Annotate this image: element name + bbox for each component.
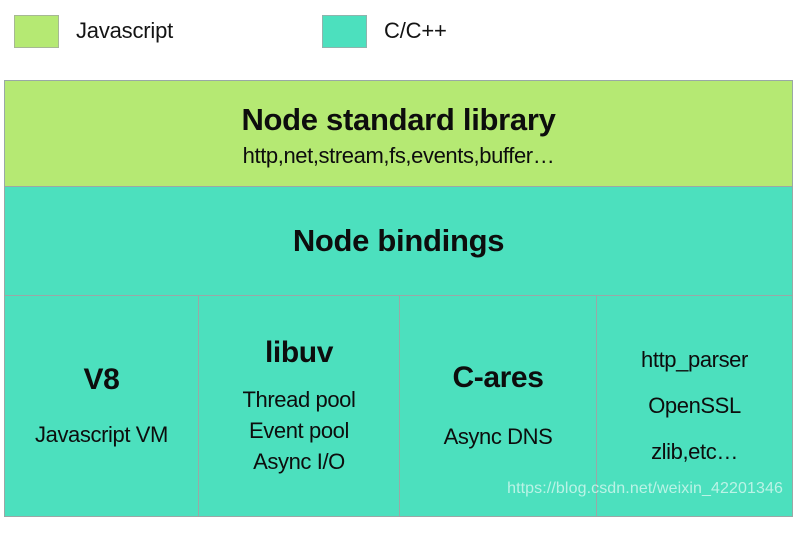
legend: Javascript C/C++ — [0, 0, 800, 62]
component-v8-heading: V8 — [83, 362, 120, 396]
component-v8: V8 Javascript VM — [5, 296, 199, 516]
component-libuv-line-3: Async I/O — [253, 448, 345, 474]
component-v8-line-1: Javascript VM — [35, 421, 168, 447]
component-c-ares-heading: C-ares — [452, 360, 544, 394]
standard-library-modules: http,net,stream,fs,events,buffer… — [242, 142, 555, 168]
layer-node-standard-library: Node standard library http,net,stream,fs… — [5, 81, 792, 187]
cpp-color-swatch — [322, 14, 368, 48]
layer-node-bindings: Node bindings — [5, 187, 792, 296]
node-architecture-diagram: Node standard library http,net,stream,fs… — [4, 80, 793, 517]
standard-library-title: Node standard library — [241, 101, 556, 137]
component-misc-libraries: http_parser OpenSSL zlib,etc… — [597, 296, 792, 516]
javascript-color-swatch — [14, 14, 59, 48]
legend-item-javascript: Javascript — [14, 14, 174, 48]
component-libuv: libuv Thread pool Event pool Async I/O — [199, 296, 400, 516]
legend-label-cpp: C/C++ — [384, 18, 447, 43]
component-misc-line-2: OpenSSL — [648, 393, 741, 418]
component-libuv-heading: libuv — [264, 335, 333, 369]
layer-native-components: V8 Javascript VM libuv Thread pool Event… — [5, 296, 792, 516]
component-c-ares-line-1: Async DNS — [443, 423, 553, 449]
component-misc-line-3: zlib,etc… — [651, 439, 738, 464]
node-bindings-title: Node bindings — [292, 223, 505, 258]
component-c-ares: C-ares Async DNS — [400, 296, 597, 516]
component-libuv-line-1: Thread pool — [242, 386, 356, 412]
legend-label-javascript: Javascript — [76, 18, 174, 43]
legend-item-cpp: C/C++ — [322, 14, 447, 48]
component-misc-line-1: http_parser — [641, 347, 748, 372]
component-libuv-line-2: Event pool — [249, 417, 349, 443]
